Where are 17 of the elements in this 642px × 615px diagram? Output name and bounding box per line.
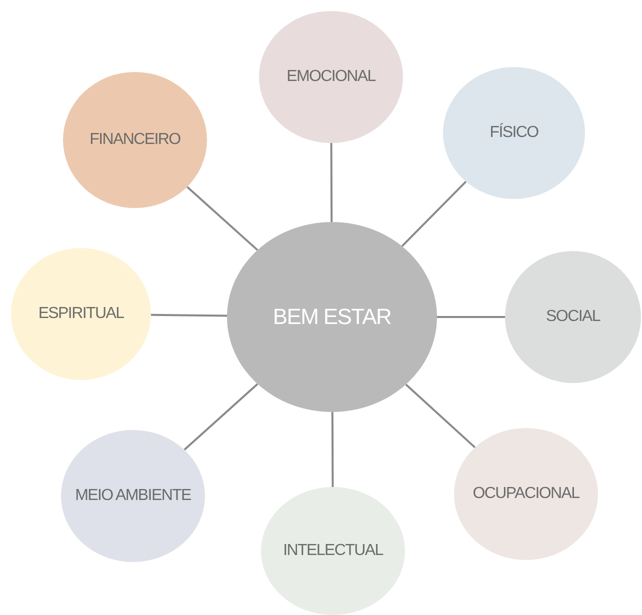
node-label: SOCIAL [546,308,600,326]
connector-line [186,186,258,251]
connector-line [405,384,476,448]
connector-line [330,143,333,222]
connector-line [331,412,334,487]
node-label: FINANCEIRO [90,131,180,149]
connector-line [150,314,228,317]
node-label: BEM ESTAR [272,304,392,330]
connector-line [184,383,258,451]
connector-line [437,316,505,318]
node-label: EMOCIONAL [286,68,376,86]
node-label: ESPIRITUAL [38,305,124,323]
connector-line [401,180,467,247]
node-label: INTELECTUAL [283,542,383,560]
node-label: OCUPACIONAL [472,485,580,503]
node-label: MEIO AMBIENTE [75,487,191,505]
node-label: FÍSICO [490,124,538,142]
